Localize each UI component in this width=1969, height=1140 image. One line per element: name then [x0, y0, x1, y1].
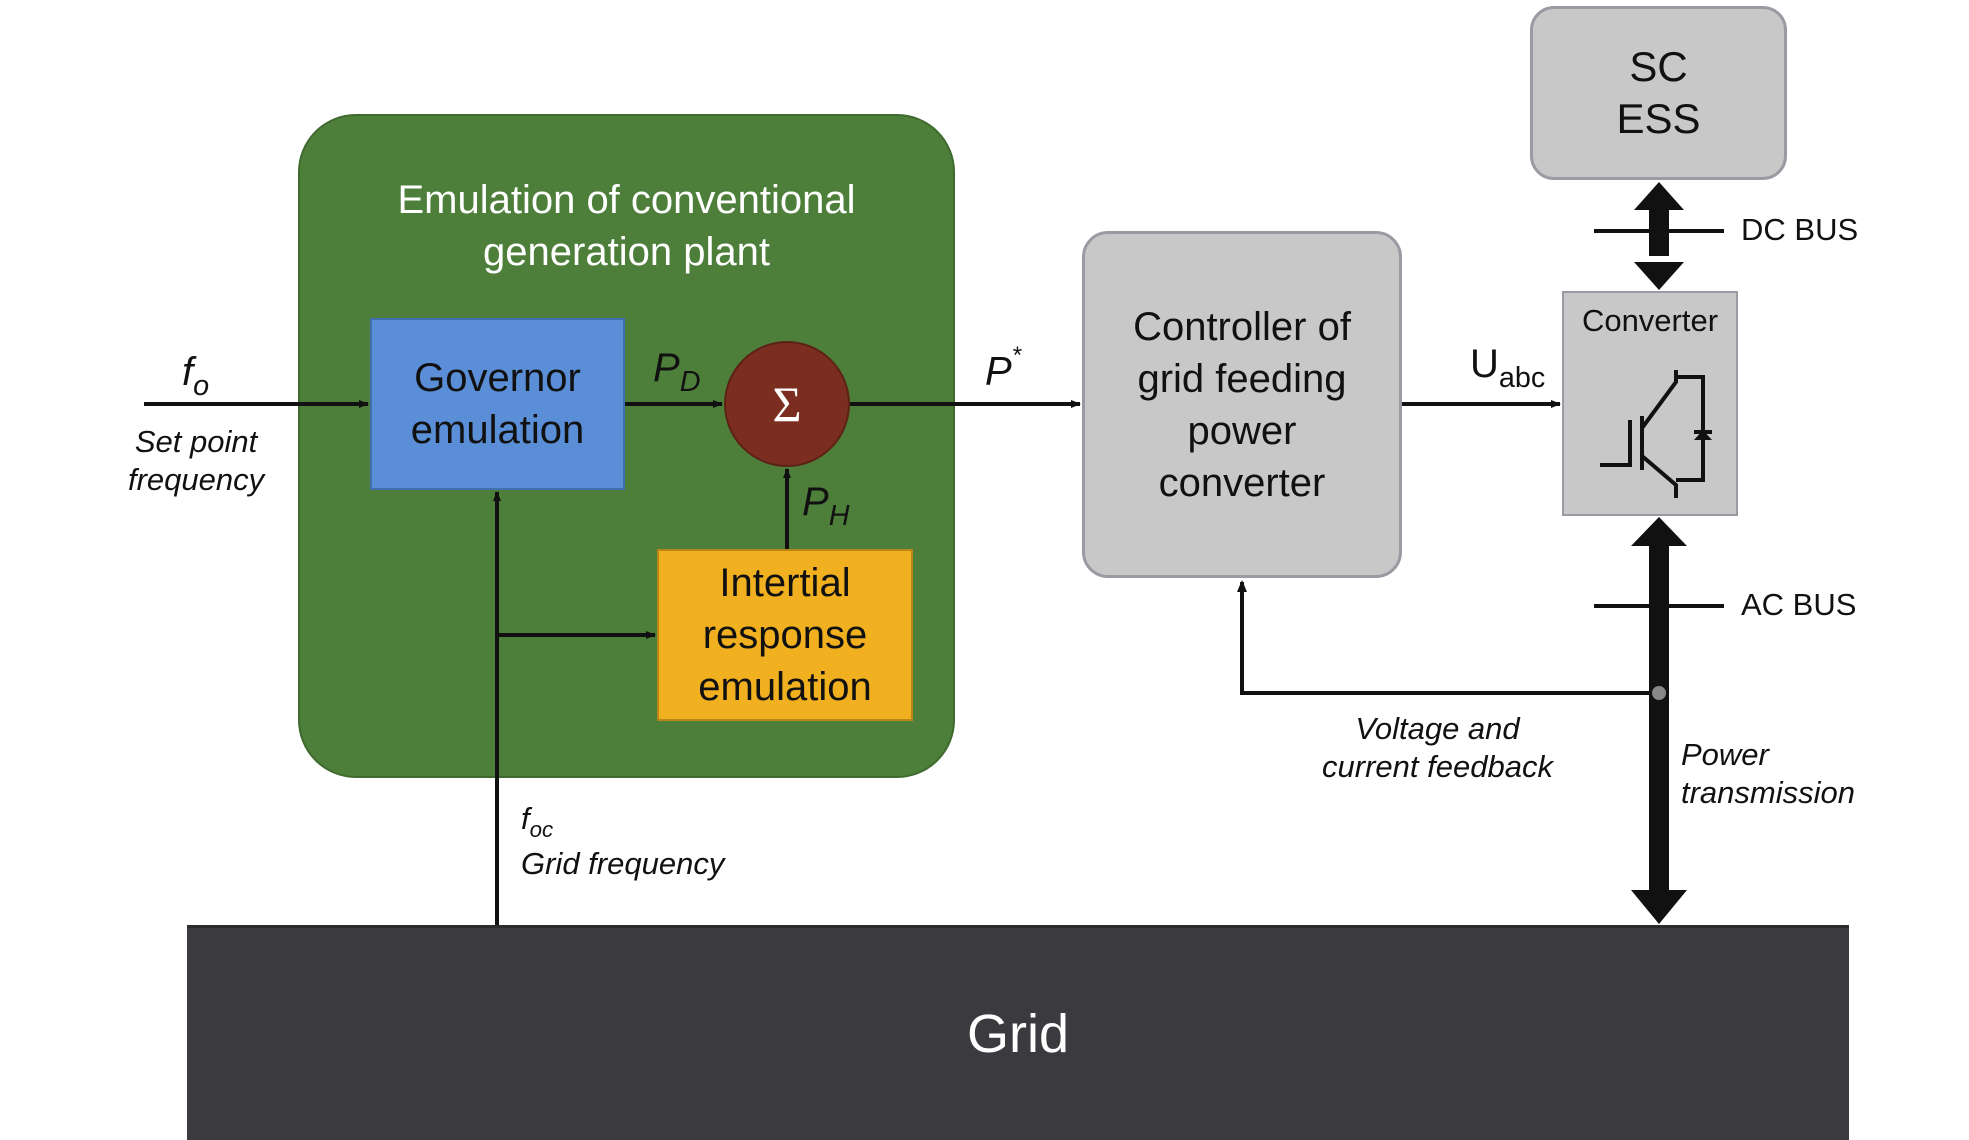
controller-label-line2: grid feeding: [1137, 356, 1347, 401]
ph-label: PH: [802, 480, 849, 533]
ph-main: P: [802, 480, 829, 524]
storage-label-line2: ESS: [1616, 95, 1701, 142]
ac-arrow-up: [1631, 517, 1687, 546]
junction-dot: [1652, 686, 1666, 700]
ac-bus-label: AC BUS: [1741, 587, 1856, 623]
pd-sub: D: [679, 366, 701, 399]
fo-label: fo: [182, 350, 209, 403]
inertial-label-line2: response: [702, 613, 868, 657]
inertial-response-block: Intertial response emulation: [657, 549, 913, 721]
fo-main: f: [182, 350, 194, 394]
governor-block: Governor emulation: [370, 318, 625, 490]
pstar-label: P*: [985, 342, 1021, 395]
pstar-sup: *: [1011, 342, 1022, 369]
grid-label: Grid: [966, 1004, 1069, 1064]
converter-block: Converter: [1562, 291, 1738, 516]
plant-title: Emulation of conventional generation pla…: [298, 174, 955, 278]
controller-label-line1: Controller of: [1133, 304, 1351, 349]
feedback-line1: Voltage and: [1355, 711, 1520, 746]
storage-block: SC ESS: [1530, 6, 1787, 180]
controller-label-line3: power: [1187, 408, 1297, 453]
diode-icon: [1694, 430, 1712, 440]
ac-bus-text: AC BUS: [1741, 587, 1857, 622]
ac-bus-shaft: [1649, 540, 1669, 892]
ac-arrow-down: [1631, 890, 1687, 924]
foc-main: f: [521, 801, 530, 836]
uabc-sub: abc: [1498, 362, 1546, 395]
ph-sub: H: [828, 500, 850, 533]
dc-bus-label: DC BUS: [1741, 212, 1858, 248]
controller-label-line4: converter: [1158, 460, 1326, 505]
governor-label-line2: emulation: [410, 408, 585, 452]
pd-main: P: [653, 346, 680, 390]
grid-block: Grid: [187, 925, 1849, 1140]
feedback-arrowhead: [1237, 580, 1247, 592]
pstar-main: P: [985, 349, 1012, 394]
foc-label: foc Grid frequency: [521, 802, 724, 881]
inertial-label-line1: Intertial: [719, 561, 851, 605]
grid-frequency-label: Grid frequency: [521, 845, 725, 881]
foc-sub: oc: [529, 816, 554, 842]
igbt-icon: [1600, 370, 1712, 498]
summation-node: Σ: [724, 341, 850, 467]
fo-sub: o: [193, 370, 210, 403]
feedback-wire: [1240, 582, 1659, 695]
power-transmission-label: Power transmission: [1681, 736, 1855, 812]
uabc-main: U: [1470, 342, 1499, 386]
uabc-label: Uabc: [1470, 342, 1545, 395]
sigma-icon: Σ: [772, 376, 802, 432]
plant-title-line2: generation plant: [483, 230, 770, 274]
setpoint-label: Set point frequency: [128, 423, 264, 499]
storage-label-line1: SC: [1629, 43, 1688, 90]
dc-arrow-up: [1634, 182, 1684, 210]
dc-bus-text: DC BUS: [1741, 212, 1859, 247]
feedback-line2: current feedback: [1322, 749, 1553, 784]
feedback-label: Voltage and current feedback: [1310, 710, 1565, 786]
dc-arrow-down: [1634, 262, 1684, 290]
converter-title: Converter: [1581, 303, 1719, 338]
setpoint-line2: frequency: [128, 462, 265, 497]
pd-label: PD: [653, 346, 700, 399]
inertial-label-line3: emulation: [698, 665, 872, 709]
controller-block: Controller of grid feeding power convert…: [1082, 231, 1402, 578]
setpoint-line1: Set point: [134, 424, 258, 459]
power-line2: transmission: [1681, 775, 1855, 810]
plant-title-line1: Emulation of conventional: [397, 178, 856, 222]
power-line1: Power: [1681, 737, 1769, 772]
governor-label-line1: Governor: [414, 356, 581, 400]
